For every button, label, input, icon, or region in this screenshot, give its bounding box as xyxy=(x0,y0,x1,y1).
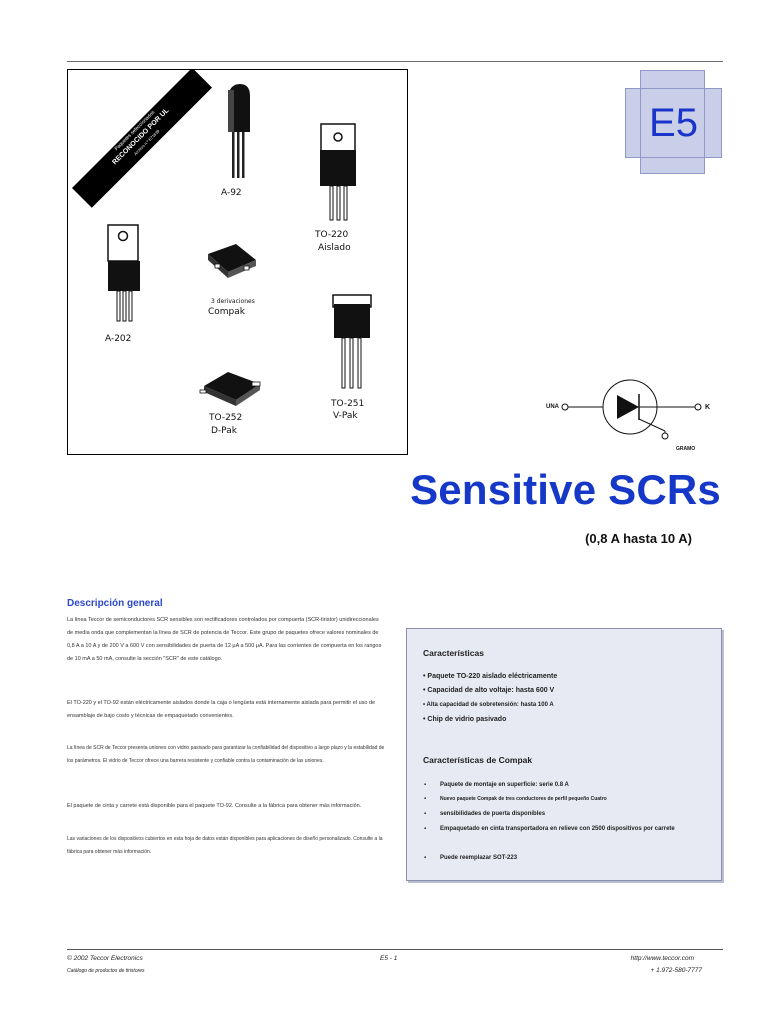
top-rule xyxy=(67,61,723,62)
description-paragraph-2: El TO-220 y el TO-92 están eléctricament… xyxy=(67,700,376,719)
feature-item: • Capacidad de alto voltaje: hasta 600 V xyxy=(423,687,555,694)
compak-feature-item: Nuevo paquete Compak de tres conductores… xyxy=(440,796,607,802)
label-a92: A-92 xyxy=(221,188,242,198)
label-to252: TO-252 xyxy=(209,413,243,423)
footer-rule xyxy=(67,949,723,950)
compak-package-icon xyxy=(208,244,256,278)
feature-item: • Chip de vidrio pasivado xyxy=(423,716,507,723)
compak-feature-item: Paquete de montaje en superficie: serie … xyxy=(440,782,569,788)
description-paragraph-1: La línea Teccor de semiconductores SCR s… xyxy=(67,617,382,662)
footer-url[interactable]: http://www.teccor.com xyxy=(630,955,694,962)
page-title: Sensitive SCRs xyxy=(410,466,721,513)
bullet-icon: ▪ xyxy=(424,782,427,788)
a92-package-icon xyxy=(228,84,250,178)
label-aislado: Aislado xyxy=(318,243,351,253)
description-paragraph-3: La línea de SCR de Teccor presenta union… xyxy=(67,745,385,764)
bullet-icon: ▪ xyxy=(424,855,427,861)
label-to220: TO-220 xyxy=(315,230,349,240)
feature-item: • Alta capacidad de sobretensión: hasta … xyxy=(423,702,554,708)
label-vpak: V-Pak xyxy=(333,411,358,421)
footer-phone: + 1.972-580-7777 xyxy=(650,967,702,974)
badge-vertical xyxy=(640,70,705,174)
description-heading: Descripción general xyxy=(67,598,163,609)
footer-catalog: Catálogo de productos de tiristores xyxy=(67,968,145,974)
bullet-icon: ▪ xyxy=(424,826,427,832)
package-image: Paquetes seleccionados RECONOCIDO POR UL… xyxy=(67,69,408,455)
a202-package-icon xyxy=(107,224,140,322)
label-tres-derivaciones: 3 derivaciones xyxy=(211,298,255,305)
compak-feature-item: sensibilidades de puerta disponibles xyxy=(440,811,546,817)
description-paragraph-5: Las variaciones de los dispositivos cubi… xyxy=(67,836,383,855)
scr-symbol-icon xyxy=(561,379,702,440)
cathode-label: K xyxy=(705,404,711,411)
gate-label: GRAMO xyxy=(676,446,696,452)
section-badge: E5 xyxy=(649,100,698,145)
compak-features-heading: Características de Compak xyxy=(423,755,533,765)
compak-feature-item: Puede reemplazar SOT-223 xyxy=(440,855,518,861)
bullet-icon: ▪ xyxy=(424,796,427,802)
bullet-icon: ▪ xyxy=(424,811,427,817)
label-to251: TO-251 xyxy=(331,399,365,409)
features-box xyxy=(406,628,722,881)
to251-package-icon xyxy=(332,294,372,389)
label-dpak: D-Pak xyxy=(211,426,237,436)
footer-copyright: © 2002 Teccor Electronics xyxy=(67,955,143,962)
feature-item: • Paquete TO-220 aislado eléctricamente xyxy=(423,673,558,680)
package-drawings xyxy=(68,70,372,406)
to252-package-icon xyxy=(199,372,261,406)
badge-frame-vertical xyxy=(640,70,705,174)
label-a202: A-202 xyxy=(105,334,132,344)
label-compak: Compak xyxy=(208,307,245,317)
footer-page-number: E5 - 1 xyxy=(380,955,398,962)
badge-frame-horizontal xyxy=(625,88,722,158)
anode-label: UNA xyxy=(546,404,559,410)
to220-package-icon xyxy=(320,123,356,221)
description-paragraph-4: El paquete de cinta y carrete está dispo… xyxy=(67,803,362,809)
compak-feature-item: Empaquetado en cinta transportadora en r… xyxy=(440,826,675,832)
page-subtitle: (0,8 A hasta 10 A) xyxy=(585,531,692,546)
features-heading: Características xyxy=(423,648,484,658)
